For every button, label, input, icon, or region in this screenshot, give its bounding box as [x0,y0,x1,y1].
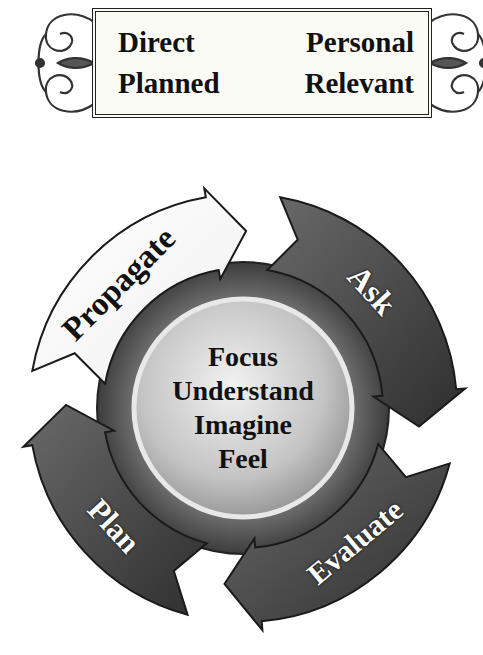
center-word: Focus [208,340,278,374]
circle-shape [131,296,355,520]
arrow-label: Ask [342,259,402,320]
banner-word: Personal [262,26,414,59]
banner-word: Planned [110,67,262,100]
banner-ornament [36,14,94,111]
center-word: Understand [172,374,314,408]
ring-backdrop [97,262,389,554]
center-word: Feel [218,442,268,476]
arrow-label: Propagate [57,222,182,347]
arrow-label: Evaluate [302,494,408,590]
banner-word: Relevant [262,67,414,100]
center-circle: FocusUnderstandImagineFeel [131,296,355,520]
banner-ornament [430,14,483,111]
banner-box: DirectPersonalPlannedRelevant [92,8,432,118]
center-word: Imagine [194,408,292,442]
arrow-label: Plan [82,494,146,559]
banner-word: Direct [110,26,262,59]
circle-outline [134,299,352,517]
